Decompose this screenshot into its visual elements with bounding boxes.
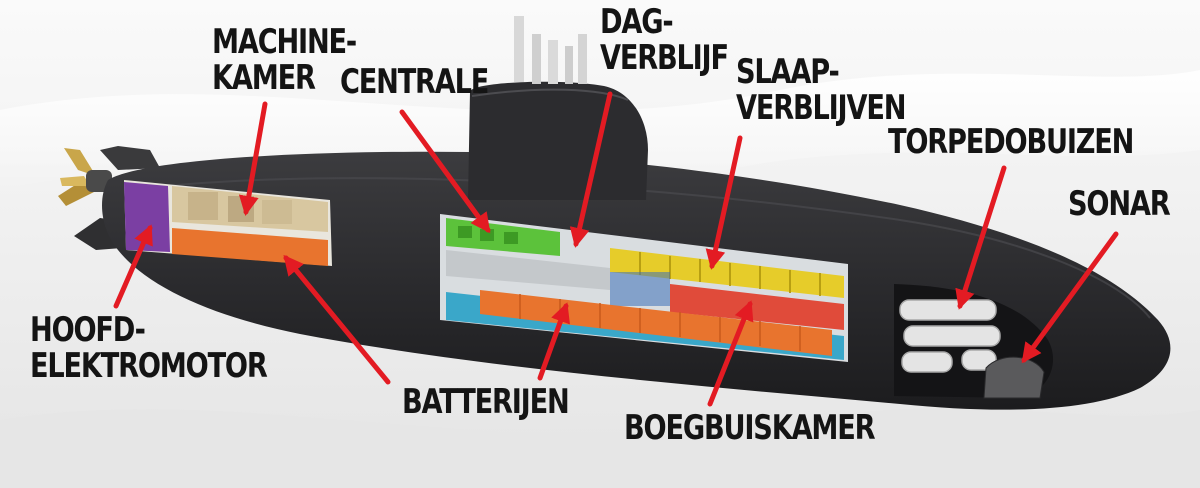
label-batterijen: BATTERIJEN <box>402 382 570 422</box>
arrow-batterijen-main <box>537 302 570 381</box>
pointer-arrows <box>113 91 1119 407</box>
label-line: DAG- <box>600 2 674 42</box>
label-machinekamer: MACHINE- KAMER <box>212 22 357 98</box>
label-line: CENTRALE <box>340 62 489 102</box>
bow-cutaway <box>894 284 1054 399</box>
label-centrale: CENTRALE <box>340 62 489 102</box>
label-line: BOEGBUISKAMER <box>624 408 876 448</box>
arrow-dagverblijf <box>569 91 613 248</box>
label-line: BATTERIJEN <box>402 382 570 422</box>
label-line: SLAAP- <box>736 52 840 92</box>
label-line: TORPEDOBUIZEN <box>888 122 1134 162</box>
masts <box>514 16 587 84</box>
label-hoofdelektromotor: HOOFD- ELEKTROMOTOR <box>30 310 268 386</box>
middle-cutaway <box>440 214 848 362</box>
label-boegbuiskamer: BOEGBUISKAMER <box>624 408 876 448</box>
arrow-torpedobuizen <box>955 165 1007 310</box>
label-slaapverblijven: SLAAP- VERBLIJVEN <box>736 52 906 128</box>
label-sonar: SONAR <box>1068 184 1171 224</box>
arrow-sonar <box>1021 231 1119 364</box>
label-line: HOOFD- <box>30 310 146 350</box>
background-swoosh <box>0 408 1200 488</box>
label-line: MACHINE- <box>212 22 357 62</box>
mess-area <box>446 250 610 290</box>
tail-fin-top <box>100 146 160 170</box>
propeller <box>58 148 112 206</box>
label-dagverblijf: DAG- VERBLIJF <box>600 2 729 78</box>
arrow-batterijen-aft <box>283 254 391 385</box>
bow-tube-room <box>670 284 844 330</box>
arrow-boegbuiskamer <box>707 300 754 407</box>
label-line: VERBLIJVEN <box>736 88 906 128</box>
label-line: KAMER <box>212 58 316 98</box>
motor-section <box>124 182 170 252</box>
arrow-hoofdelektromotor <box>113 224 153 309</box>
label-line: VERBLIJF <box>600 38 729 78</box>
arrow-centrale <box>399 109 491 234</box>
label-torpedobuizen: TORPEDOBUIZEN <box>888 122 1134 162</box>
arrow-machinekamer <box>238 101 268 216</box>
label-line: SONAR <box>1068 184 1171 224</box>
arrow-slaapverblijven <box>705 135 743 270</box>
sail <box>468 81 648 200</box>
label-line: ELEKTROMOTOR <box>30 346 268 386</box>
sonar-array <box>983 356 1045 399</box>
bunks <box>610 248 844 298</box>
torpedo-tubes <box>899 299 1001 373</box>
